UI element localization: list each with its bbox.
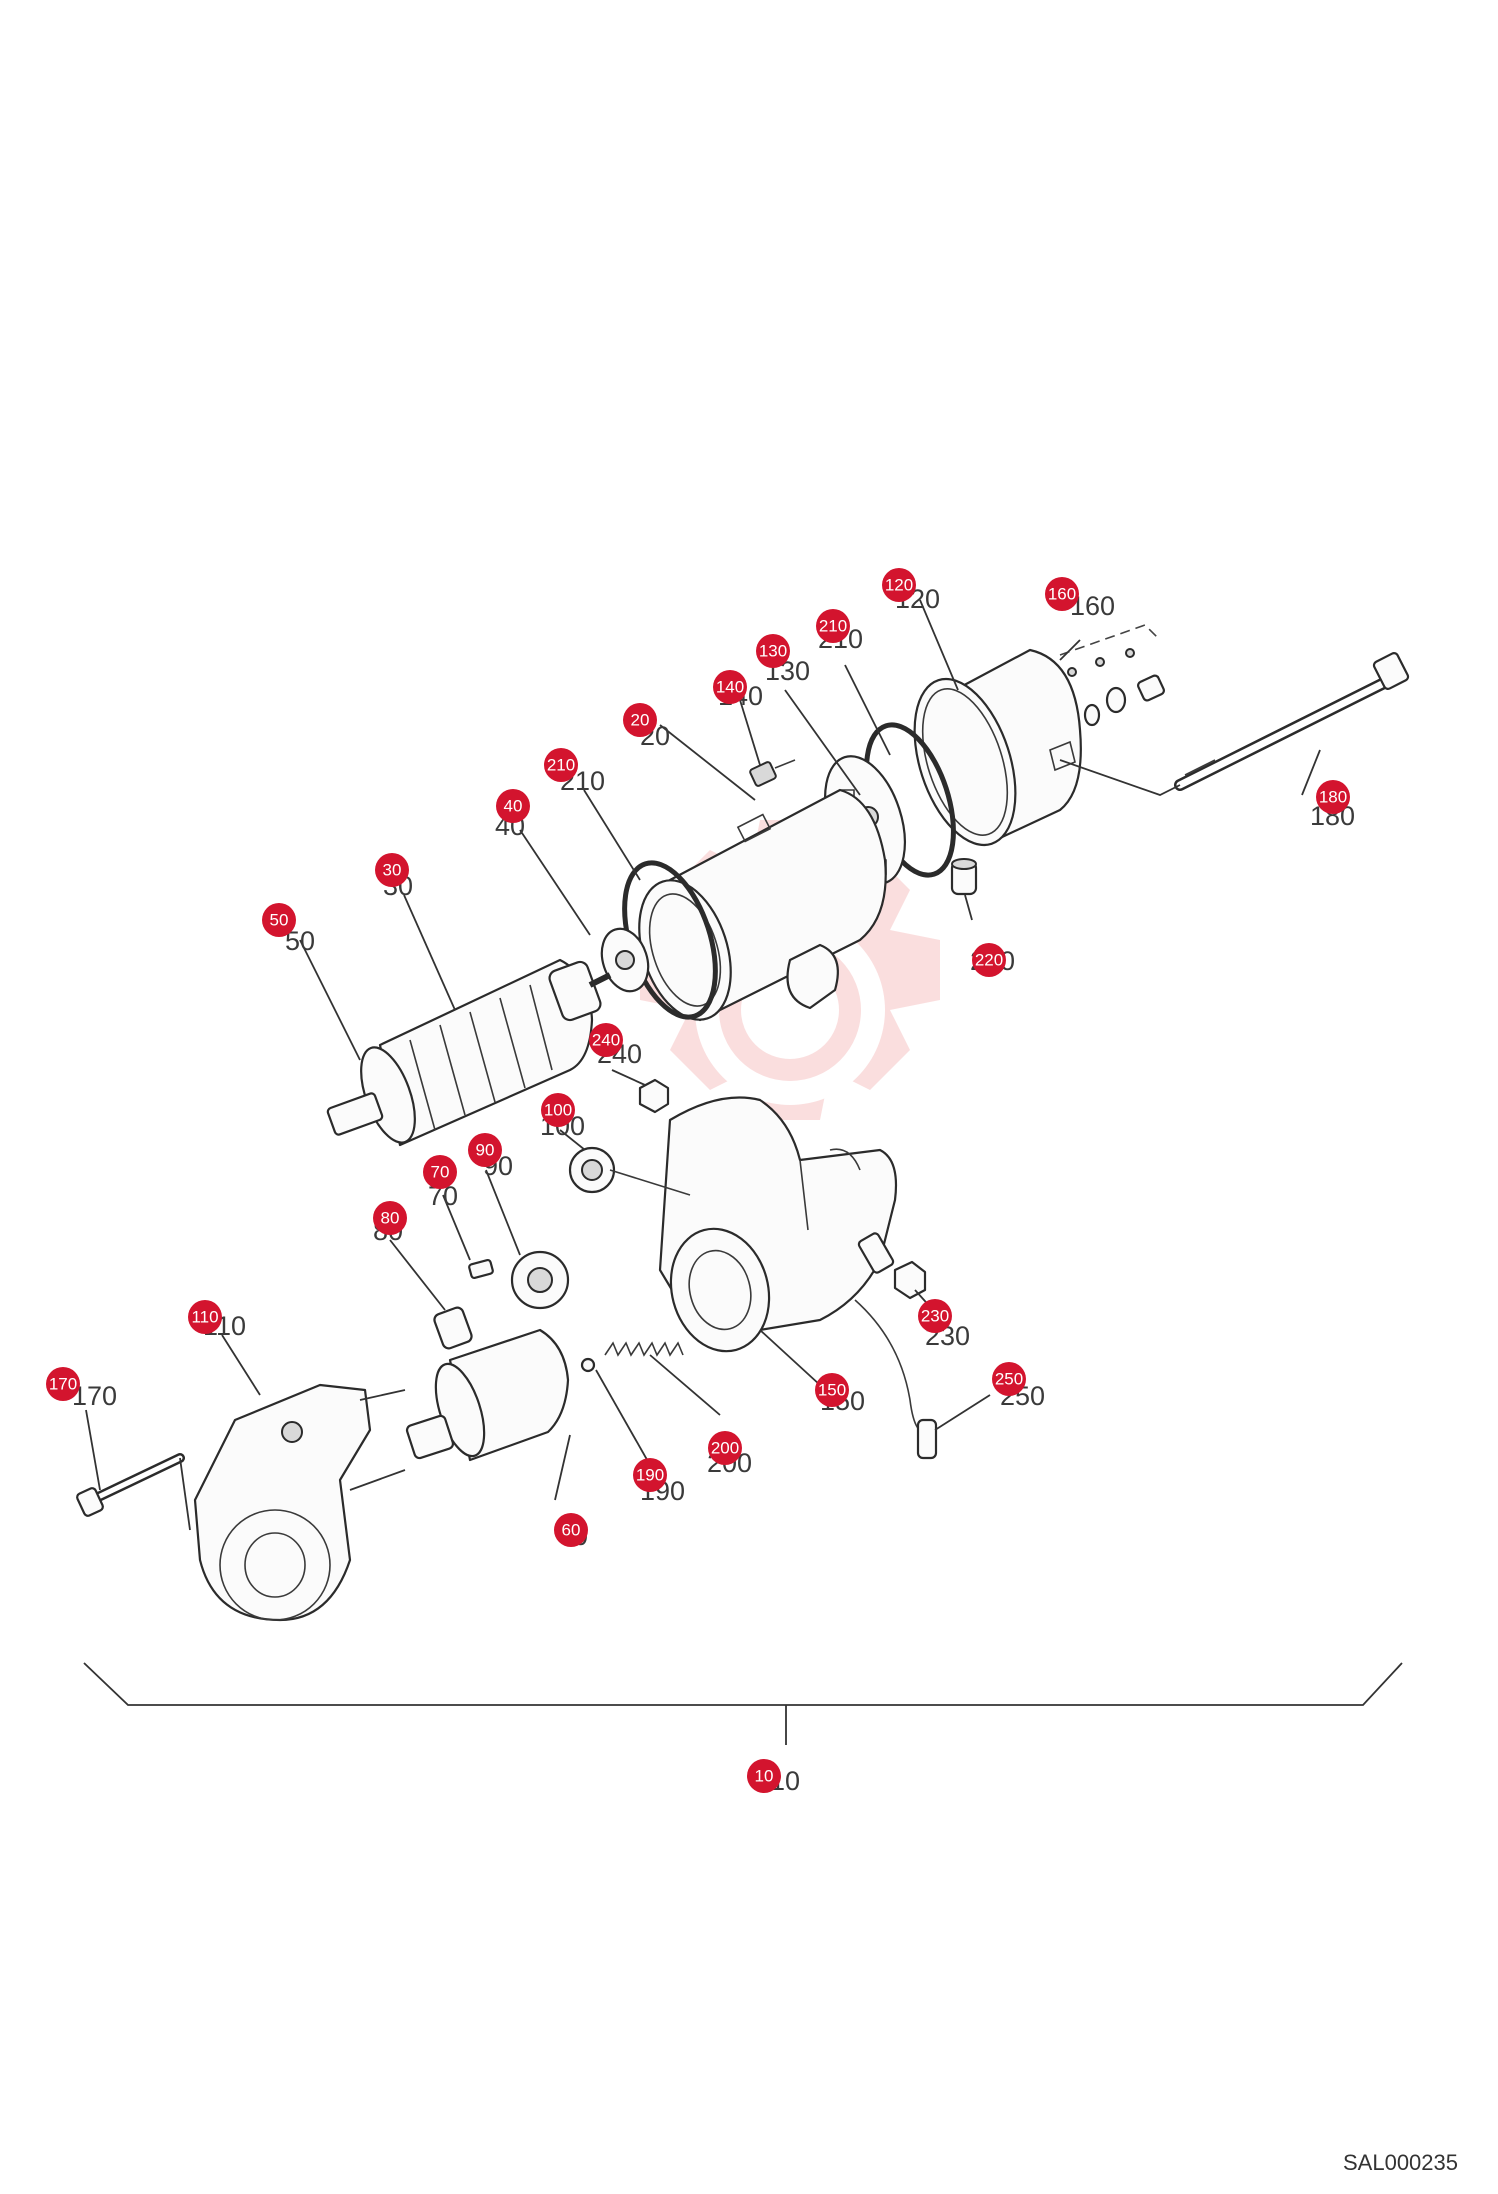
svg-text:250: 250 (995, 1370, 1023, 1389)
callout-80[interactable]: 80 (373, 1201, 407, 1235)
roller-pin (468, 1258, 494, 1280)
svg-text:30: 30 (383, 861, 402, 880)
idler-gear-small (568, 1146, 691, 1196)
callout-120[interactable]: 120 (882, 568, 916, 602)
svg-text:40: 40 (504, 797, 523, 816)
svg-text:20: 20 (631, 711, 650, 730)
gear-housing (658, 1096, 898, 1353)
bearing-plate (600, 927, 650, 993)
svg-text:170: 170 (49, 1375, 77, 1394)
callout-190[interactable]: 190 (633, 1458, 667, 1492)
svg-text:230: 230 (921, 1307, 949, 1326)
callout-180[interactable]: 180 (1316, 780, 1350, 814)
svg-text:100: 100 (544, 1101, 572, 1120)
svg-text:180: 180 (1319, 788, 1347, 807)
yoke-housing (638, 788, 887, 1022)
small-nut (638, 1078, 670, 1114)
svg-text:210: 210 (547, 756, 575, 775)
callout-90[interactable]: 90 (468, 1133, 502, 1167)
callout-210b[interactable]: 210 (816, 609, 850, 643)
svg-text:110: 110 (191, 1308, 218, 1327)
svg-text:80: 80 (381, 1209, 400, 1228)
retainer (433, 1306, 473, 1350)
end-cover (913, 648, 1082, 847)
svg-text:70: 70 (431, 1163, 450, 1182)
through-bolt (1174, 652, 1410, 791)
plug-cap (950, 858, 978, 896)
callout-50[interactable]: 50 (262, 903, 296, 937)
svg-text:200: 200 (711, 1439, 739, 1458)
terminal-nut (893, 1260, 927, 1300)
svg-text:120: 120 (885, 576, 913, 595)
svg-text:190: 190 (636, 1466, 664, 1485)
callout-badges: 10 20 30 40 50 60 70 80 90 100 110 120 1… (46, 568, 1350, 1793)
mounting-bolt (76, 1453, 191, 1531)
callout-40[interactable]: 40 (496, 789, 530, 823)
svg-text:150: 150 (818, 1381, 846, 1400)
callout-210a[interactable]: 210 (544, 748, 578, 782)
wire-lead (854, 1299, 938, 1460)
diagram-reference-code: SAL000235 (1343, 2150, 1458, 2175)
callout-200[interactable]: 200 (708, 1431, 742, 1465)
svg-text:160: 160 (1048, 585, 1076, 604)
svg-text:60: 60 (562, 1521, 581, 1540)
return-spring (604, 1341, 684, 1357)
assembly-bracket (83, 1662, 1403, 1745)
callout-160[interactable]: 160 (1045, 577, 1079, 611)
svg-text:10: 10 (755, 1767, 774, 1786)
callout-170[interactable]: 170 (46, 1367, 80, 1401)
callout-150[interactable]: 150 (815, 1373, 849, 1407)
svg-text:90: 90 (476, 1141, 495, 1160)
callout-110[interactable]: 110 (188, 1300, 222, 1334)
front-bracket (193, 1383, 406, 1622)
leader-lines (85, 599, 1321, 1501)
callout-220[interactable]: 220 (972, 943, 1006, 977)
svg-text:140: 140 (716, 678, 744, 697)
screw-set (1059, 624, 1165, 727)
svg-text:220: 220 (975, 951, 1003, 970)
callout-30[interactable]: 30 (375, 853, 409, 887)
callout-230[interactable]: 230 (918, 1299, 952, 1333)
callout-130[interactable]: 130 (756, 634, 790, 668)
callout-70[interactable]: 70 (423, 1155, 457, 1189)
callout-100[interactable]: 100 (541, 1093, 575, 1127)
pinion-clutch (405, 1328, 570, 1462)
idler-gear (510, 1250, 570, 1310)
svg-text:240: 240 (592, 1031, 620, 1050)
callout-60[interactable]: 60 (554, 1513, 588, 1547)
terminal-screw (749, 759, 796, 787)
callout-10[interactable]: 10 (747, 1759, 781, 1793)
callout-240[interactable]: 240 (589, 1023, 623, 1057)
svg-text:130: 130 (759, 642, 787, 661)
armature (326, 958, 612, 1147)
callout-20[interactable]: 20 (623, 703, 657, 737)
callout-140[interactable]: 140 (713, 670, 747, 704)
callout-250[interactable]: 250 (992, 1362, 1026, 1396)
steel-ball (580, 1357, 596, 1373)
svg-text:50: 50 (270, 911, 289, 930)
svg-text:210: 210 (819, 617, 847, 636)
